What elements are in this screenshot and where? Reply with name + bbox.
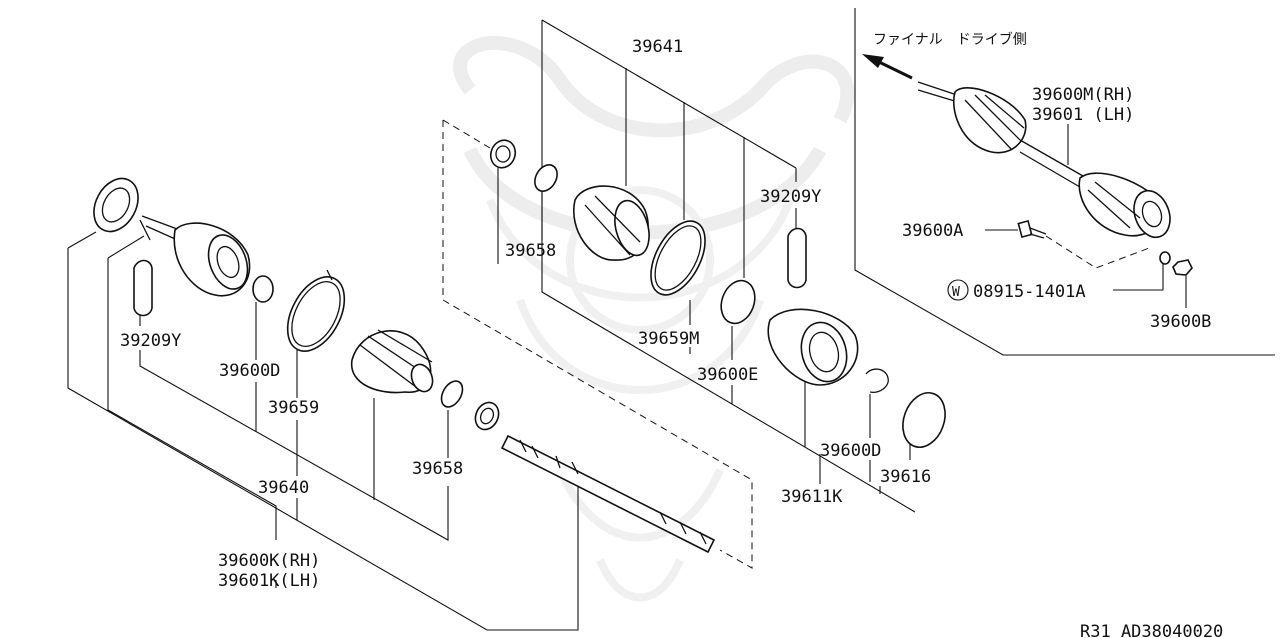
snap-ring-39600d-drawing: [865, 368, 889, 393]
seal-ring-drawing: [93, 177, 139, 233]
part-drawings: [93, 139, 946, 554]
outer-joint-drawing: [139, 215, 251, 297]
part-label-39601k: 39601K(LH): [218, 571, 320, 591]
part-label-39658-upper: 39658: [505, 241, 556, 261]
part-label-39600e: 39600E: [697, 365, 758, 385]
grease-tube-drawing: [133, 259, 153, 317]
part-label-39600d-right: 39600D: [820, 441, 881, 461]
snap-ring-drawing: [474, 401, 500, 431]
boot-drawing: [351, 329, 434, 394]
cap-39600e-drawing: [720, 279, 756, 325]
dashed-boundary: [442, 120, 753, 569]
plug-39616-drawing: [902, 392, 946, 448]
part-label-39600m: 39600M(RH): [1032, 85, 1134, 105]
leader-lines-39641: [497, 19, 916, 513]
part-labels: 39641 39209Y 39658 39659M 39600E 39600D …: [120, 37, 1223, 638]
part-label-39601: 39601 (LH): [1032, 105, 1134, 125]
grease-tube-upper-drawing: [787, 227, 807, 289]
leader-lines-39640: [67, 231, 579, 631]
nut-39600b-drawing: [1172, 259, 1193, 276]
direction-arrow-icon: [862, 54, 884, 68]
band-39659-drawing: [286, 276, 346, 352]
part-label-39616: 39616: [880, 467, 931, 487]
watermark-emblem: [453, 36, 855, 602]
part-label-39659m: 39659M: [638, 329, 699, 349]
seal-ring-upper-drawing: [489, 139, 517, 169]
band-39659m-drawing: [650, 220, 706, 296]
part-label-39209y-upper: 39209Y: [760, 187, 821, 207]
washer-symbol-letter: W: [952, 285, 960, 300]
upper-boot-drawing: [572, 185, 650, 261]
part-label-39641: 39641: [632, 37, 683, 57]
part-label-39658-lower: 39658: [412, 459, 463, 479]
shaft-drawing: [500, 434, 716, 554]
washer-drawing: [1159, 251, 1171, 265]
part-label-39600k: 39600K(RH): [218, 551, 320, 571]
part-label-08915: 08915-1401A: [973, 282, 1086, 302]
washer-symbol-circle: [947, 279, 969, 301]
bolt-39600a-drawing: [1017, 219, 1047, 239]
part-label-39659: 39659: [268, 398, 319, 418]
part-label-39600b: 39600B: [1150, 312, 1211, 332]
part-label-39611k: 39611K: [781, 487, 843, 507]
part-label-39600d-left: 39600D: [219, 361, 280, 381]
final-drive-side-label: ファイナル ドライブ側: [873, 31, 1027, 48]
clip-39658-drawing: [440, 380, 464, 408]
cap-39600d-drawing: [252, 275, 274, 303]
inset-assembly-panel: ファイナル ドライブ側 39600M(RH) 39601 (LH) 39600A: [854, 8, 1275, 356]
footer-reference-code: R31 AD38040020: [1080, 622, 1223, 638]
inner-joint-housing-drawing: [767, 308, 859, 386]
clip-39658-upper-drawing: [534, 164, 558, 192]
part-label-39600a: 39600A: [902, 221, 963, 241]
part-label-39209y-lower: 39209Y: [120, 331, 181, 351]
part-label-39640: 39640: [258, 478, 309, 498]
driveshaft-assembly-drawing: [917, 81, 1171, 239]
